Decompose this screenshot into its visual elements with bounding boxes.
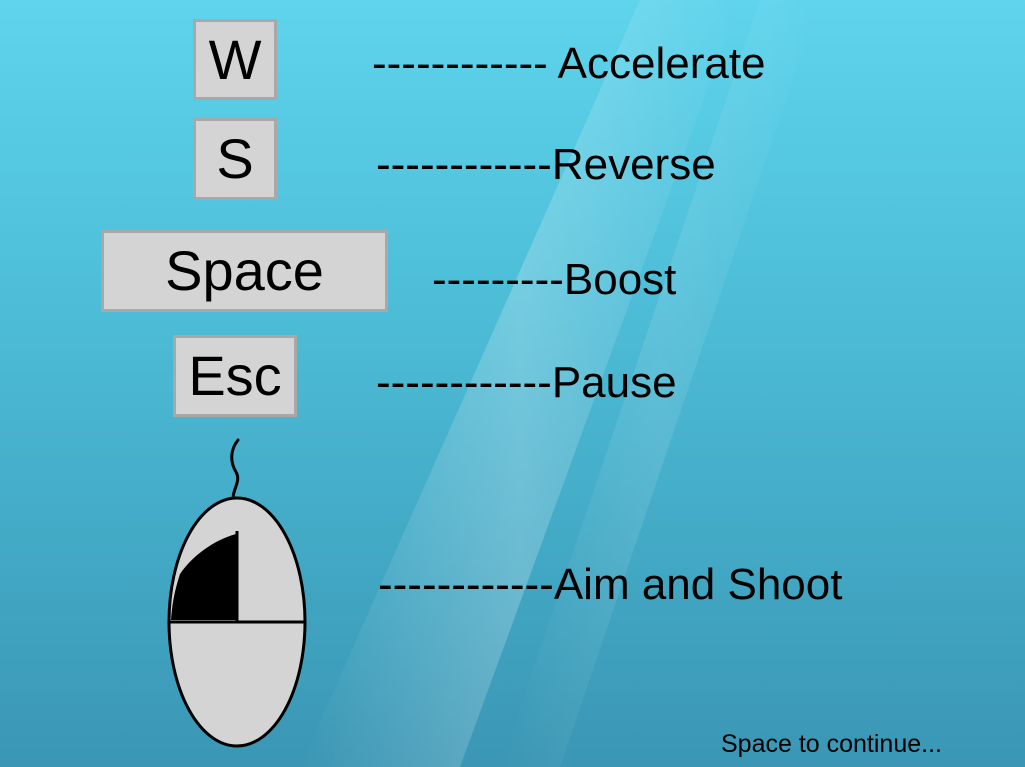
action-pause: ------------Pause bbox=[376, 358, 677, 407]
action-accelerate: ------------ Accelerate bbox=[372, 39, 766, 88]
key-w-label: W bbox=[208, 27, 262, 91]
key-space: Space bbox=[101, 230, 388, 312]
mouse-left-button-pressed bbox=[171, 534, 236, 620]
key-s: S bbox=[193, 118, 277, 200]
key-s-label: S bbox=[216, 127, 254, 190]
action-reverse: ------------Reverse bbox=[376, 140, 716, 189]
continue-prompt: Space to continue... bbox=[721, 730, 942, 758]
action-boost: ---------Boost bbox=[432, 255, 677, 304]
mouse-left-click-icon bbox=[167, 438, 307, 748]
key-esc: Esc bbox=[173, 335, 297, 417]
action-aim-and-shoot: ------------Aim and Shoot bbox=[378, 560, 843, 609]
key-esc-label: Esc bbox=[188, 344, 282, 407]
key-space-label: Space bbox=[165, 239, 324, 302]
key-w: W bbox=[193, 19, 277, 100]
